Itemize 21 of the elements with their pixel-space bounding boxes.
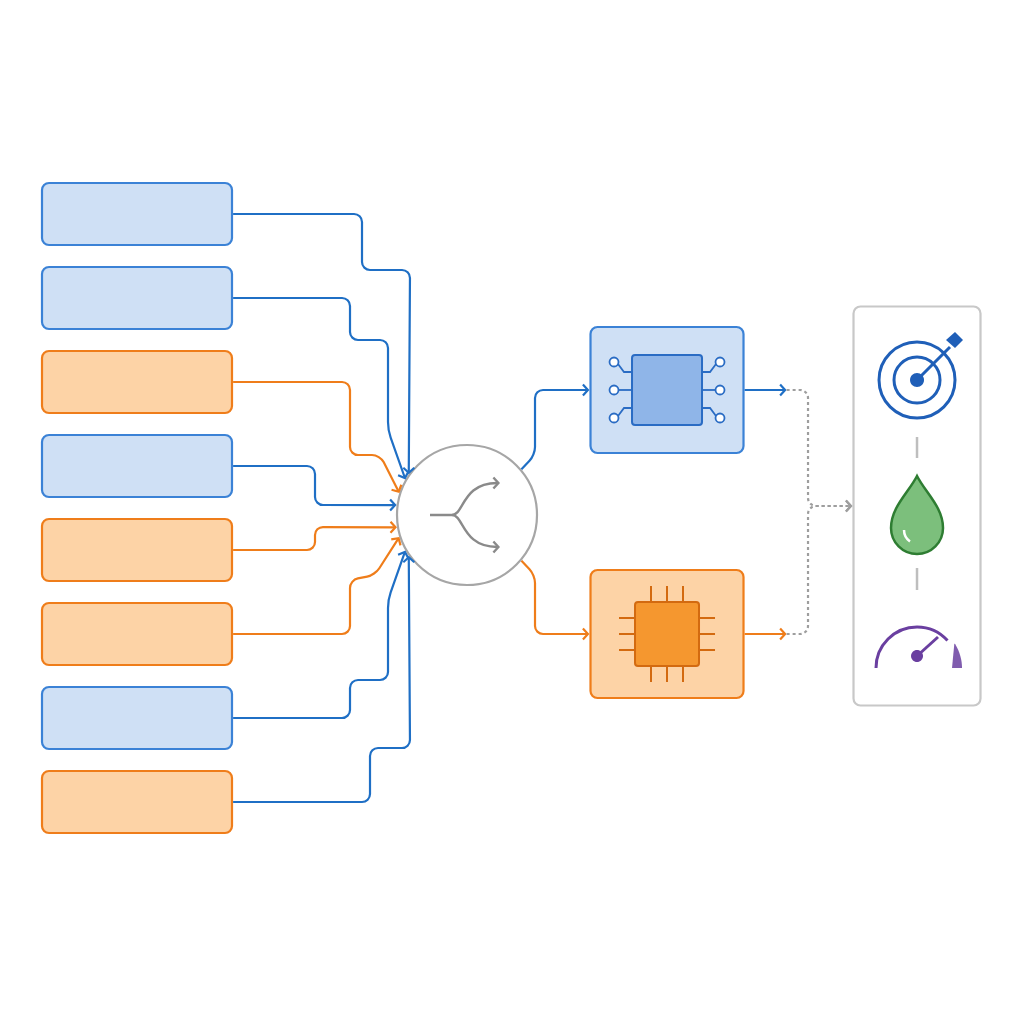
arrow xyxy=(233,555,416,804)
arrow xyxy=(233,521,397,552)
input-box xyxy=(40,265,234,331)
input-box xyxy=(40,769,234,835)
arrow xyxy=(233,536,402,636)
arrow xyxy=(233,296,410,480)
arrow xyxy=(744,499,853,641)
input-box xyxy=(40,181,234,247)
arrow xyxy=(233,550,410,720)
arrow xyxy=(520,559,590,641)
input-box xyxy=(40,685,234,751)
splitter-circle xyxy=(395,443,539,587)
arrow xyxy=(233,212,416,475)
arrow xyxy=(520,383,590,471)
input-box xyxy=(40,349,234,415)
output-panel xyxy=(852,305,982,707)
arrow xyxy=(233,464,397,512)
input-box xyxy=(40,517,234,583)
input-box xyxy=(40,433,234,499)
input-box xyxy=(40,601,234,667)
arrow xyxy=(233,380,403,494)
